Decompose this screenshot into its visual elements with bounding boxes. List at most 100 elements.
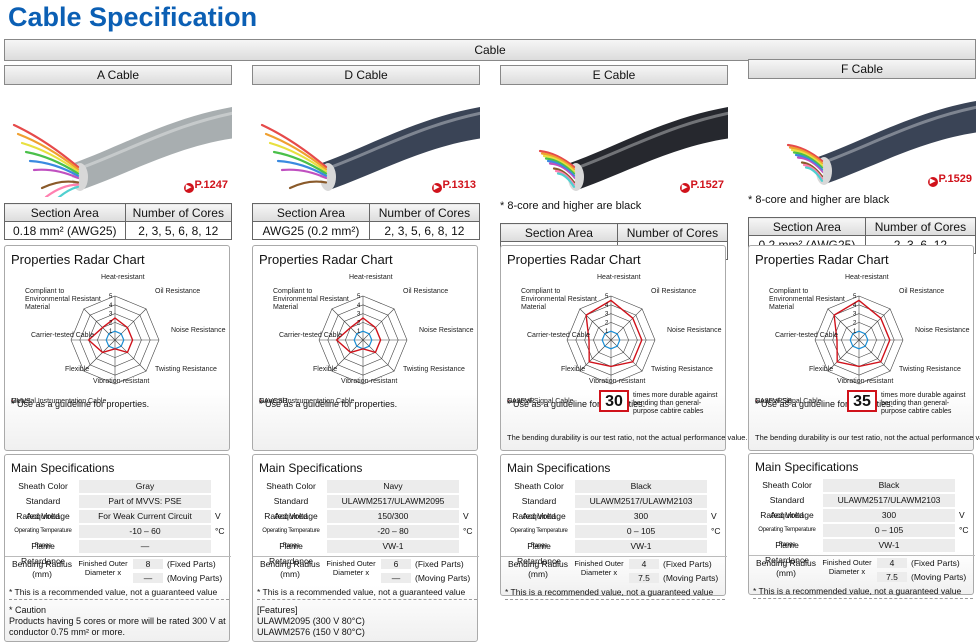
sheath-color-label: Sheath Color [762, 480, 812, 490]
operating-temp-value: 0 – 105 [823, 524, 955, 537]
section-area-value: 0.18 mm² (AWG25) [4, 221, 126, 240]
standard-acquired-label: Standard Acquired [769, 495, 805, 520]
durable-text: times more durable against bending than … [633, 392, 718, 415]
unit-label: °C [959, 525, 969, 535]
recommended-note: * This is a recommended value, not a gua… [505, 587, 725, 600]
bend-moving-value: 7.5 [629, 573, 659, 583]
radar-tick-label: 4 [357, 303, 361, 309]
finished-outer-label: Finished Outer Diameter x [822, 558, 872, 576]
section-area-value: AWG25 (0.2 mm²) [252, 221, 370, 240]
radar-chart-title: Properties Radar Chart [11, 252, 145, 267]
radar-axis-label: Carrier-tested Cable [279, 332, 343, 339]
extra-line: ULAWM2576 (150 V 80°C) [257, 627, 365, 637]
sheath-color-value: Black [575, 480, 707, 493]
cable-name: D Cable [252, 65, 480, 85]
radar-tick-label: 2 [853, 320, 857, 326]
legend-product: NA3FVR [507, 398, 535, 405]
extra-line: ULAWM2095 (300 V 80°C) [257, 616, 365, 626]
radar-axis-label: Heat-resistant [101, 274, 145, 281]
radar-tick-label: 3 [109, 312, 113, 318]
number-of-cores-header: Number of Cores [124, 203, 233, 222]
guideline-note: * Use as a guideline for properties. [507, 399, 646, 409]
radar-tick-label: 5 [605, 294, 609, 300]
recommended-note: * This is a recommended value, not a gua… [9, 587, 229, 600]
radar-axis-label: Heat-resistant [845, 274, 889, 281]
operating-temp-label: Operating Temperature Range [510, 528, 568, 549]
operating-temp-label: Operating Temperature Range [14, 528, 72, 549]
standard-acquired-label: Standard Acquired [273, 496, 309, 521]
cable-name: F Cable [748, 59, 976, 79]
general-cable-series [601, 330, 621, 350]
page-reference-link[interactable]: ▶P.1313 [431, 179, 476, 193]
extra-notes: [Features]ULAWM2095 (300 V 80°C)ULAWM257… [257, 605, 365, 638]
page-number: P.1529 [938, 173, 972, 185]
flame-retardance-value: VW-1 [575, 540, 707, 553]
cable-name: A Cable [4, 65, 232, 85]
legend-swatch-red: - [11, 398, 14, 405]
sheath-color-value: Gray [79, 480, 211, 493]
radar-tick-label: 4 [853, 303, 857, 309]
radar-axis-label: Compliant to Environmental Resistant Mat… [769, 288, 845, 311]
flame-retardance-value: VW-1 [823, 539, 955, 552]
operating-temp-row: Operating Temperature Range-10 – 60°C [5, 524, 231, 549]
unit-label: V [463, 511, 469, 521]
operating-temp-label: Operating Temperature Range [262, 528, 320, 549]
radar-axis-label: Carrier-tested Cable [775, 332, 839, 339]
page-reference-link[interactable]: ▶P.1529 [927, 173, 972, 187]
cable-photo-box: ▶P.1313 [252, 85, 480, 197]
flame-retardance-value: — [79, 540, 211, 553]
page-reference-link[interactable]: ▶P.1527 [679, 179, 724, 193]
flame-retardance-label: Flame Retardance [269, 541, 313, 566]
legend-swatch-blue: - [259, 398, 262, 405]
sheath-color-value: Navy [327, 480, 459, 493]
legend-swatch-red: - [755, 398, 758, 405]
cable-photo-box: ▶P.1247 [4, 85, 232, 197]
radar-chart-title: Properties Radar Chart [755, 252, 889, 267]
bending-radius-block: Bending Radius (mm)Finished Outer Diamet… [253, 556, 479, 586]
legend-swatch-blue: - [755, 398, 758, 405]
arrow-icon: ▶ [679, 183, 690, 193]
radar-axis-label: Carrier-tested Cable [31, 332, 95, 339]
section-area-header: Section Area [4, 203, 126, 222]
bending-radius-label: Bending Radius (mm) [11, 559, 72, 579]
legend-product: NAVCSB [259, 398, 288, 405]
radar-axis-label: Vibration-resistant [837, 378, 894, 385]
core-color-note: * 8-core and higher are black [748, 194, 890, 206]
product-series [87, 317, 134, 354]
bending-radius-block: Bending Radius (mm)Finished Outer Diamet… [5, 556, 231, 586]
unit-label: V [711, 511, 717, 521]
arrow-icon: ▶ [927, 177, 938, 187]
section-area-header: Section Area [252, 203, 370, 222]
cable-header: Cable [4, 39, 976, 61]
radar-axis-label: Oil Resistance [155, 288, 201, 295]
page-number: P.1527 [690, 179, 724, 191]
standard-acquired-value: ULAWM2517/ULAWM2103 [823, 494, 955, 507]
moving-parts-label: (Moving Parts) [167, 573, 223, 583]
page-reference-link[interactable]: ▶P.1247 [183, 179, 228, 193]
radar-tick-label: 3 [357, 312, 361, 318]
fixed-parts-label: (Fixed Parts) [415, 559, 464, 569]
bend-fixed-value: 6 [381, 559, 411, 569]
standard-acquired-label: Standard Acquired [25, 496, 61, 521]
moving-parts-label: (Moving Parts) [415, 573, 471, 583]
main-specifications-title: Main Specifications [259, 461, 363, 475]
radar-axis-label: Twisting Resistance [155, 366, 217, 373]
rated-voltage-label: Rated Voltage [512, 511, 566, 521]
radar-tick-label: 3 [853, 312, 857, 318]
bend-fixed-value: 4 [877, 558, 907, 568]
cable-photo [786, 100, 976, 185]
main-specifications-title: Main Specifications [755, 460, 859, 474]
operating-temp-value: -10 – 60 [79, 525, 211, 538]
guideline-note: * Use as a guideline for properties. [11, 399, 150, 409]
standard-acquired-label: Standard Acquired [521, 496, 557, 521]
